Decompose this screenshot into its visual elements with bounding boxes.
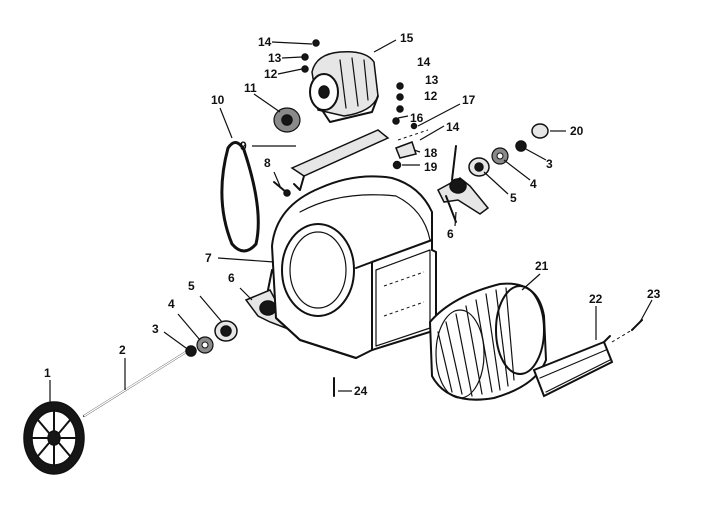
callout-9: 9 [240, 139, 247, 153]
callout-21: 21 [535, 259, 549, 273]
callout-6-right: 6 [447, 227, 454, 241]
hardware-right-of-motor [392, 82, 404, 125]
callout-4-left: 4 [168, 297, 175, 311]
part-15-motor [309, 50, 379, 123]
hardware-left-of-motor [301, 39, 320, 73]
part-6-bracket-right [437, 145, 490, 223]
callout-16: 16 [410, 111, 424, 125]
callout-14-right: 14 [417, 55, 431, 69]
callout-4-right: 4 [530, 177, 537, 191]
callout-24: 24 [354, 384, 368, 398]
callout-14-left: 14 [258, 35, 272, 49]
part-11-motor-pulley [273, 107, 301, 133]
part-4-bearing-left [196, 336, 214, 354]
callout-3-left: 3 [152, 322, 159, 336]
part-20-cap [531, 123, 549, 139]
callout-10: 10 [211, 93, 225, 107]
callout-18: 18 [424, 146, 438, 160]
callout-23: 23 [647, 287, 661, 301]
part-3-collar-right [515, 140, 527, 152]
part-5-bearing-mount-right [468, 157, 490, 177]
callout-3-right: 3 [546, 157, 553, 171]
part-9-motor-bracket [290, 129, 390, 191]
part-1-pulley [23, 401, 85, 475]
callout-5-right: 5 [510, 191, 517, 205]
callout-22: 22 [589, 292, 603, 306]
part-21-blower-wheel [428, 282, 548, 401]
callout-2: 2 [119, 343, 126, 357]
callout-19: 19 [424, 160, 438, 174]
part-8-bolt [273, 181, 291, 197]
part-23-screw [611, 319, 643, 343]
callout-12-left: 12 [264, 67, 278, 81]
part-2-shaft [83, 351, 187, 417]
leader-lines [49, 39, 653, 402]
callout-8: 8 [264, 156, 271, 170]
callout-1: 1 [44, 366, 51, 380]
part-22-cutoff-plate [532, 335, 614, 398]
callout-14-lower: 14 [446, 120, 460, 134]
callout-20: 20 [570, 124, 584, 138]
part-7-blower-housing [270, 175, 437, 360]
part-5-bearing-mount-left [214, 320, 238, 342]
callout-5-left: 5 [188, 279, 195, 293]
callout-13-left: 13 [268, 51, 282, 65]
callout-6-left: 6 [228, 271, 235, 285]
callout-7: 7 [205, 251, 212, 265]
callout-11: 11 [244, 81, 257, 95]
part-10-belt [220, 141, 260, 253]
part-3-collar-left [185, 345, 197, 357]
callout-13-right: 13 [425, 73, 439, 87]
callout-12-right: 12 [424, 89, 438, 103]
parts-17-18-19-hardware [392, 122, 429, 170]
callout-15: 15 [400, 31, 414, 45]
callout-labels: 1 2 3 4 5 6 7 8 9 10 11 12 13 14 15 14 1… [44, 31, 661, 398]
callout-17: 17 [462, 93, 476, 107]
